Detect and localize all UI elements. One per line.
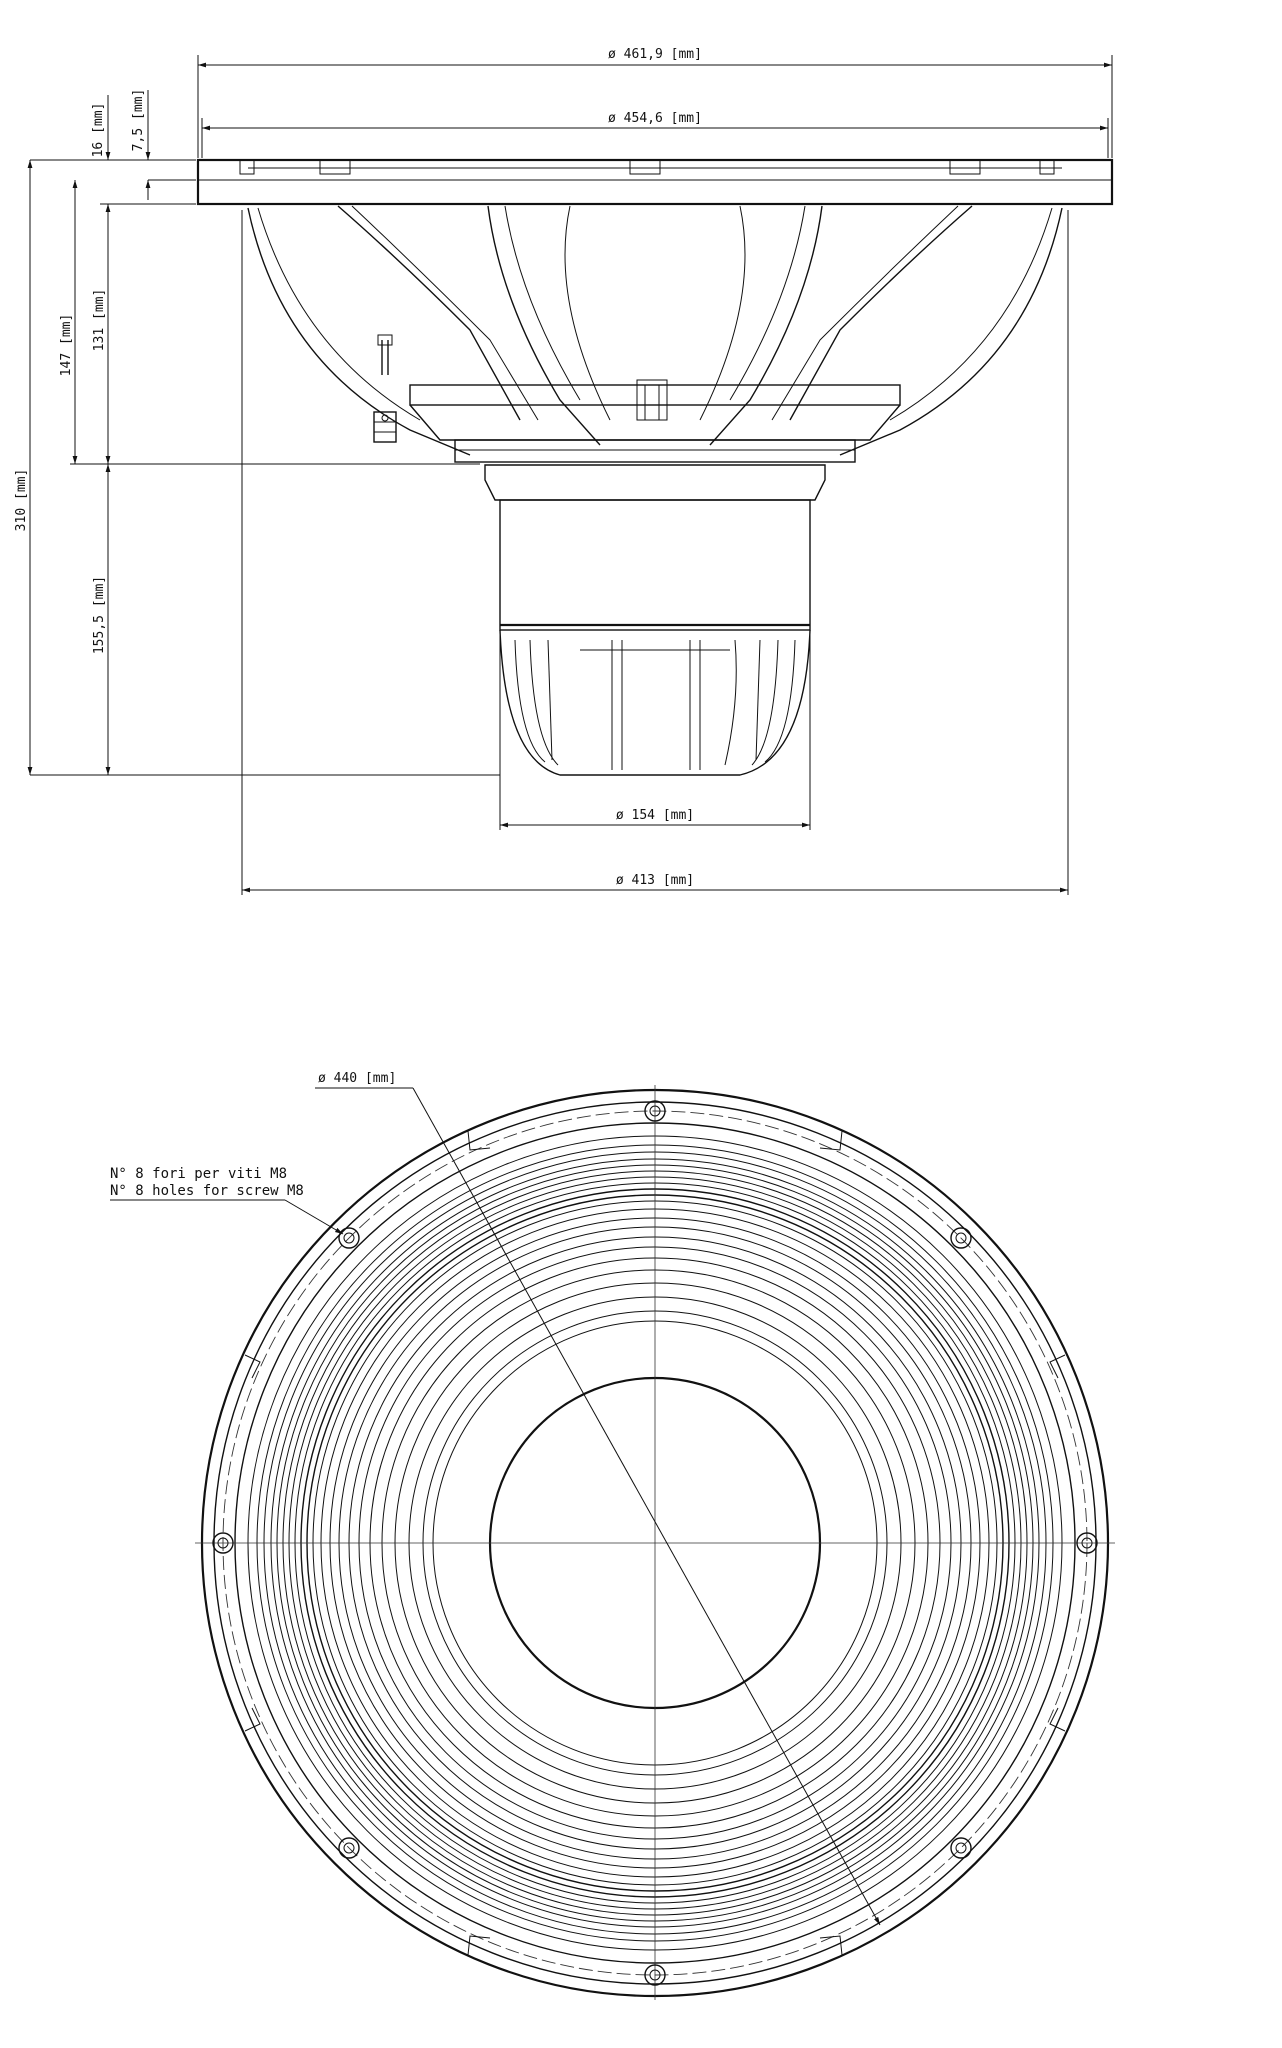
dim-flange-seat-diameter: ø 454,6 [mm] xyxy=(608,111,702,126)
motor-assembly xyxy=(484,464,826,776)
bolt-hole xyxy=(644,1100,666,1122)
dim-magnet-diameter: ø 154 [mm] xyxy=(616,808,694,823)
bolt-hole xyxy=(950,1227,972,1249)
dim-flange-step: 7,5 [mm] xyxy=(131,89,146,152)
bolt-hole xyxy=(212,1532,234,1554)
bolt-holes xyxy=(212,1100,1098,1986)
note-holes-italian: N° 8 fori per viti M8 xyxy=(110,1166,287,1182)
basket xyxy=(247,205,1063,463)
side-view: ø 461,9 [mm] ø 454,6 [mm] 16 [mm] 7,5 [m… xyxy=(14,47,1114,895)
dim-cone-depth: 131 [mm] xyxy=(92,289,107,352)
front-view: ø 440 [mm] N° 8 fori per viti M8 N° 8 ho… xyxy=(110,1071,1115,2000)
dim-motor-depth: 155,5 [mm] xyxy=(92,576,107,654)
note-holes-english: N° 8 holes for screw M8 xyxy=(110,1183,304,1199)
bolt-hole xyxy=(338,1227,360,1249)
dim-total-depth: 310 [mm] xyxy=(14,469,29,532)
bolt-hole xyxy=(1076,1532,1098,1554)
side-dimensions: ø 461,9 [mm] ø 454,6 [mm] 16 [mm] 7,5 [m… xyxy=(14,47,1113,895)
mounting-flange xyxy=(196,158,1114,206)
dim-basket-diameter: ø 413 [mm] xyxy=(616,873,694,888)
dim-flange-thickness: 16 [mm] xyxy=(91,103,106,158)
bolt-hole xyxy=(644,1964,666,1986)
bolt-hole xyxy=(338,1837,360,1859)
dim-basket-depth: 147 [mm] xyxy=(59,314,74,377)
bolt-hole xyxy=(950,1837,972,1859)
dim-bolt-circle-diameter: ø 440 [mm] xyxy=(318,1071,396,1086)
dim-outer-flange-diameter: ø 461,9 [mm] xyxy=(608,47,702,62)
terminal-connector xyxy=(373,334,397,443)
